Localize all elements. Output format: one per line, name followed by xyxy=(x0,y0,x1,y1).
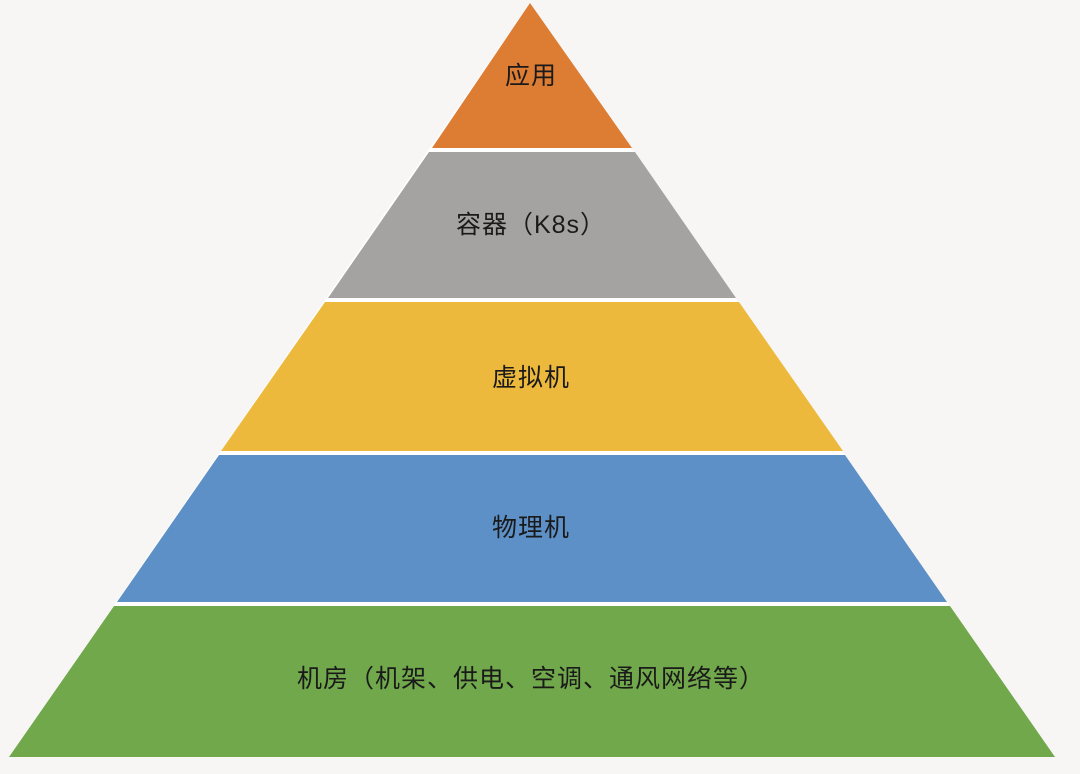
pyramid-layer-vm: 虚拟机 xyxy=(221,302,843,451)
pyramid-layer-datacenter: 机房（机架、供电、空调、通风网络等） xyxy=(9,606,1055,757)
layer-vm-shape xyxy=(221,302,843,451)
layer-container-shape xyxy=(328,152,736,298)
layer-container-label: 容器（K8s） xyxy=(456,211,606,239)
layer-datacenter-shape xyxy=(9,606,1055,757)
layer-vm-label: 虚拟机 xyxy=(492,364,570,392)
layer-application-label: 应用 xyxy=(505,62,557,90)
layer-physical-label: 物理机 xyxy=(492,514,570,542)
layer-datacenter-label: 机房（机架、供电、空调、通风网络等） xyxy=(297,665,765,693)
pyramid-layer-application: 应用 xyxy=(432,3,632,148)
pyramid-layer-container: 容器（K8s） xyxy=(328,152,736,298)
layer-physical-shape xyxy=(117,455,947,602)
layer-application-shape xyxy=(432,3,632,148)
pyramid-layer-physical: 物理机 xyxy=(117,455,947,602)
